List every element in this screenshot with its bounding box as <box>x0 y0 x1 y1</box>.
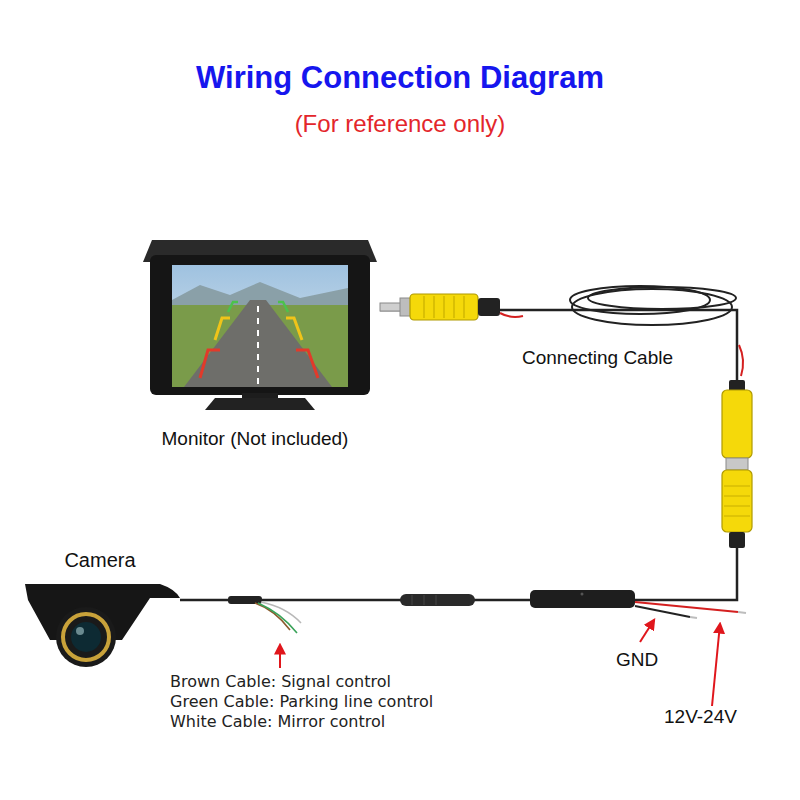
monitor-stand <box>205 398 315 410</box>
brown-wire <box>255 603 290 630</box>
power-box <box>530 590 635 608</box>
lens-ring <box>63 614 109 660</box>
parking-line <box>278 302 288 312</box>
camera-lens <box>71 622 101 652</box>
edge-label: Connecting Cable <box>522 347 673 369</box>
rca-plug-body <box>410 294 478 320</box>
pointer-arrow <box>279 645 281 668</box>
cable-joint <box>228 596 262 604</box>
cable-coil <box>588 287 736 309</box>
trigger-wire <box>739 345 743 376</box>
subtitle-note: (For reference only) <box>0 110 800 138</box>
wire-end <box>738 612 746 613</box>
wire-note: Green Cable: Parking line control <box>170 693 500 711</box>
rca-female-body <box>722 390 752 458</box>
rca-sleeve <box>478 298 500 316</box>
plug-grip <box>424 296 464 318</box>
molding-ridge <box>412 595 436 605</box>
node-label: Camera <box>20 549 180 572</box>
wire-end <box>690 617 697 618</box>
cable-molding <box>400 594 475 606</box>
power-box-dot <box>581 593 584 596</box>
ground-wire <box>635 606 690 617</box>
parking-line <box>215 318 230 340</box>
power-wire <box>635 602 738 612</box>
camera-housing <box>56 607 116 667</box>
monitor-body <box>150 255 370 395</box>
monitor-screen <box>172 265 348 387</box>
trigger-wire <box>500 313 523 317</box>
rca-sleeve <box>729 532 745 548</box>
rca-ring <box>726 458 748 470</box>
screen-road <box>184 300 332 387</box>
monitor-node: Monitor (Not included) <box>130 232 380 460</box>
plug-grip <box>724 486 750 516</box>
pointer-arrow <box>640 620 654 642</box>
road-center-line <box>257 306 259 385</box>
parking-line <box>200 350 220 378</box>
white-wire <box>261 602 301 623</box>
lens-highlight <box>76 627 84 635</box>
parking-line <box>296 350 318 378</box>
voltage-label: 12V-24V <box>664 706 764 728</box>
wire-note: White Cable: Mirror control <box>170 713 500 731</box>
parking-line <box>228 302 238 312</box>
node-label: Monitor (Not included) <box>130 428 380 450</box>
pointer-arrow <box>712 624 720 706</box>
signal-name: GND <box>616 649 676 671</box>
rca-male-body <box>722 470 752 532</box>
diagram-title: Wiring Connection Diagram <box>0 60 800 96</box>
camera-node: Camera <box>20 545 180 675</box>
rca-tip <box>380 303 402 311</box>
wire-note: Brown Cable: Signal control <box>170 673 500 691</box>
parking-line <box>286 318 302 340</box>
